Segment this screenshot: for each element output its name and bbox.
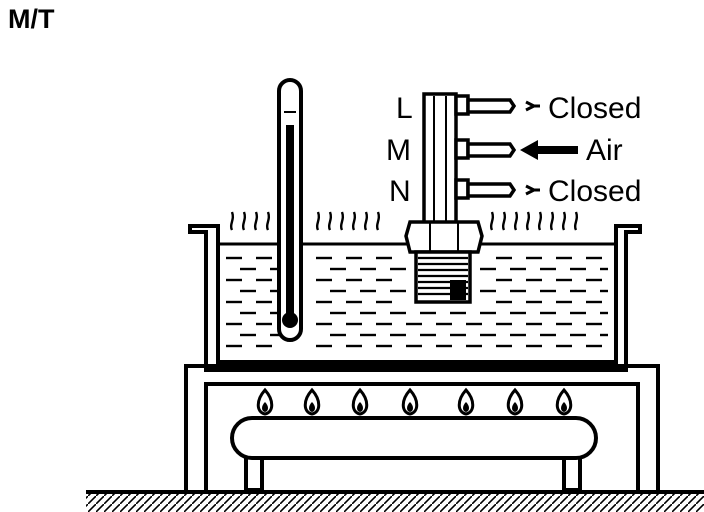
air-arrow bbox=[520, 140, 578, 160]
title-label: M/T bbox=[8, 4, 55, 34]
water-tank bbox=[188, 224, 642, 372]
port-l-letter: L bbox=[396, 92, 413, 125]
port-m-letter: M bbox=[386, 134, 411, 167]
closed-marker-l bbox=[525, 100, 540, 112]
port-n-letter: N bbox=[389, 175, 411, 208]
closed-marker-n bbox=[525, 184, 540, 196]
flame-icon bbox=[457, 387, 475, 416]
flame-icon bbox=[401, 387, 419, 416]
port-l-state: Closed bbox=[548, 92, 642, 125]
flame-icon bbox=[303, 387, 321, 416]
stove-stand bbox=[184, 364, 660, 494]
ground bbox=[86, 490, 704, 512]
port-n-state: Closed bbox=[548, 175, 642, 208]
flame-icon bbox=[506, 387, 524, 416]
vacuum-switching-valve bbox=[404, 92, 517, 304]
thermometer bbox=[277, 78, 303, 342]
flame-icon bbox=[555, 387, 573, 416]
burner-flames bbox=[256, 387, 573, 416]
port-m-state: Air bbox=[586, 134, 623, 167]
flame-icon bbox=[256, 387, 274, 416]
gas-burner bbox=[230, 416, 598, 492]
flame-icon bbox=[351, 387, 369, 416]
steam bbox=[229, 211, 579, 231]
